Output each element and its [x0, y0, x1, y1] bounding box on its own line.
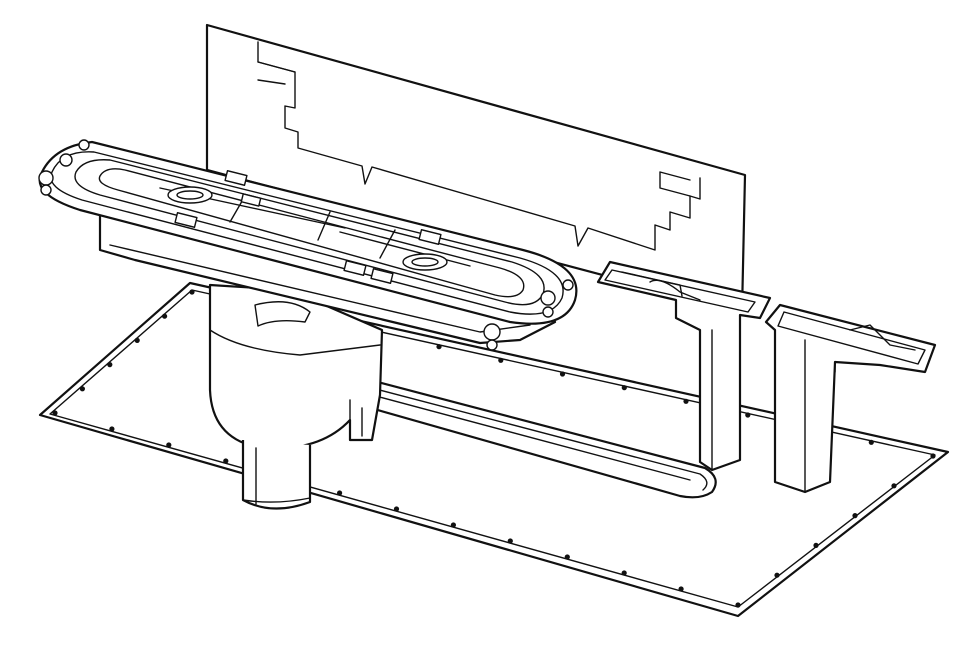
mounting-hole — [134, 337, 140, 343]
mounting-hole — [564, 554, 570, 560]
mounting-hole — [52, 410, 58, 416]
mounting-hole — [109, 426, 115, 432]
mounting-hole — [162, 313, 168, 319]
channel-grate-frame — [38, 139, 578, 351]
mounting-hole — [223, 458, 229, 464]
mounting-hole — [852, 513, 858, 519]
mounting-hole — [436, 344, 442, 350]
mounting-hole — [450, 522, 456, 528]
frame-lugs — [38, 139, 574, 351]
mounting-hole — [166, 442, 172, 448]
mounting-hole — [79, 386, 85, 392]
mounting-hole — [337, 490, 343, 496]
mounting-hole — [393, 506, 400, 512]
mounting-hole — [559, 371, 566, 377]
mounting-hole — [735, 602, 741, 608]
outlet-pipe — [241, 440, 312, 510]
mounting-hole — [621, 385, 627, 391]
mounting-hole — [774, 572, 780, 578]
mounting-hole — [507, 538, 513, 544]
linear-channel — [358, 378, 717, 499]
mounting-hole — [745, 412, 751, 418]
mounting-hole — [868, 439, 874, 445]
mounting-hole — [498, 357, 504, 363]
mounting-hole — [683, 398, 689, 404]
right-riser-bracket — [764, 303, 937, 494]
mounting-hole — [678, 586, 684, 592]
mounting-hole — [621, 570, 627, 576]
mounting-hole — [813, 542, 819, 549]
mounting-hole — [189, 289, 195, 295]
left-riser-bracket — [596, 260, 772, 472]
mounting-hole — [107, 362, 113, 368]
frame-clips — [174, 170, 442, 284]
mounting-hole — [930, 453, 936, 459]
mounting-hole — [891, 483, 897, 489]
